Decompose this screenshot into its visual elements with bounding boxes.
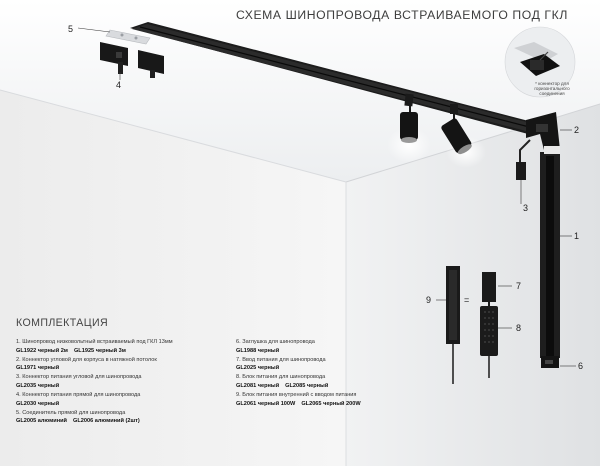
kit-item-code: GL2035 черный — [16, 382, 60, 389]
connector-note-line1: * коннектор для — [535, 81, 569, 86]
kit-item-code: GL2025 черный — [236, 365, 280, 372]
kit-item-5: 5. Соединитель прямой для шинопровода GL… — [16, 409, 231, 426]
spotlight-2 — [441, 104, 486, 168]
kit-item-code: GL2081 черный — [236, 382, 280, 389]
callout-8: 8 — [516, 323, 522, 333]
kit-item-name: 1. Шинопровод низковольтный встраиваемый… — [16, 339, 173, 345]
callout-6: 6 — [578, 361, 584, 371]
kit-item-1: 1. Шинопровод низковольтный встраиваемый… — [16, 338, 231, 355]
kit-item-code: GL2061 черный 100W — [236, 400, 296, 407]
kit-left-column: 1. Шинопровод низковольтный встраиваемый… — [16, 338, 231, 426]
equals-sign: = — [464, 295, 470, 305]
connector-note-line2: горизонтального — [534, 86, 570, 92]
kit-item-name: 6. Заглушка для шинопровода — [236, 339, 315, 345]
connector-inset — [504, 26, 576, 98]
kit-item-code: GL2085 черный — [285, 382, 329, 389]
kit-item-code: GL2006 алюминий (2шт) — [72, 418, 140, 425]
kit-item-name: 4. Коннектор питания прямой для шинопров… — [16, 392, 141, 399]
leader-lines — [77, 27, 576, 367]
kit-item-code: GL1988 черный — [236, 347, 280, 354]
end-cap — [541, 356, 559, 368]
kit-item-7: 7. Ввод питания для шинопровода GL2025 ч… — [236, 356, 451, 373]
kit-item-code: GL2030 черный — [16, 400, 60, 407]
power-input — [482, 272, 496, 306]
kit-item-code: GL1922 черный 2м — [16, 347, 68, 354]
kit-right-column: 6. Заглушка для шинопровода GL1988 черны… — [236, 338, 451, 409]
ceiling-track — [130, 22, 548, 134]
power-connector-angled — [516, 139, 531, 180]
kit-item-name: 2. Коннектор угловой для корпуса в натяж… — [16, 356, 157, 363]
kit-item-code: GL2065 черный 200W — [301, 400, 361, 407]
kit-section: КОМПЛЕКТАЦИЯ 1. Шинопровод низковольтный… — [16, 317, 436, 465]
callout-1: 1 — [574, 231, 580, 241]
power-connector-straight — [100, 42, 164, 78]
kit-item-2: 2. Коннектор угловой для корпуса в натяж… — [16, 356, 231, 373]
kit-item-name: 9. Блок питания внутренний с вводом пита… — [236, 392, 357, 399]
kit-item-6: 6. Заглушка для шинопровода GL1988 черны… — [236, 338, 451, 355]
internal-power-supply — [446, 266, 460, 384]
kit-item-9: 9. Блок питания внутренний с вводом пита… — [236, 391, 451, 408]
power-supply-block — [480, 306, 498, 378]
kit-item-name: 8. Блок питания для шинопровода — [236, 374, 326, 381]
straight-connector — [105, 29, 151, 45]
kit-item-4: 4. Коннектор питания прямой для шинопров… — [16, 391, 231, 408]
kit-item-name: 5. Соединитель прямой для шинопровода — [16, 409, 126, 416]
kit-item-8: 8. Блок питания для шинопровода GL2081 ч… — [236, 373, 451, 390]
kit-item-code: GL1971 черный — [16, 365, 60, 372]
callout-7: 7 — [516, 281, 522, 291]
wall-track — [540, 146, 560, 358]
kit-item-3: 3. Коннектор питания угловой для шинопро… — [16, 373, 231, 390]
callout-3: 3 — [523, 203, 529, 213]
kit-item-name: 3. Коннектор питания угловой для шинопро… — [16, 374, 142, 381]
callout-9: 9 — [426, 295, 432, 305]
connector-note: * коннектор для горизонтального соединен… — [512, 81, 592, 97]
page-title: СХЕМА ШИНОПРОВОДА ВСТРАИВАЕМОГО ПОД ГКЛ — [236, 8, 568, 22]
connector-note-line3: соединения — [539, 91, 565, 97]
kit-item-code: GL1925 черный 3м — [73, 347, 126, 354]
callout-4: 4 — [116, 80, 122, 90]
kit-item-code: GL2005 алюминий — [16, 418, 67, 425]
kit-heading: КОМПЛЕКТАЦИЯ — [16, 317, 109, 329]
kit-item-name: 7. Ввод питания для шинопровода — [236, 356, 326, 363]
callout-2: 2 — [574, 125, 580, 135]
spotlight-1 — [387, 93, 431, 163]
callout-5: 5 — [68, 24, 74, 34]
